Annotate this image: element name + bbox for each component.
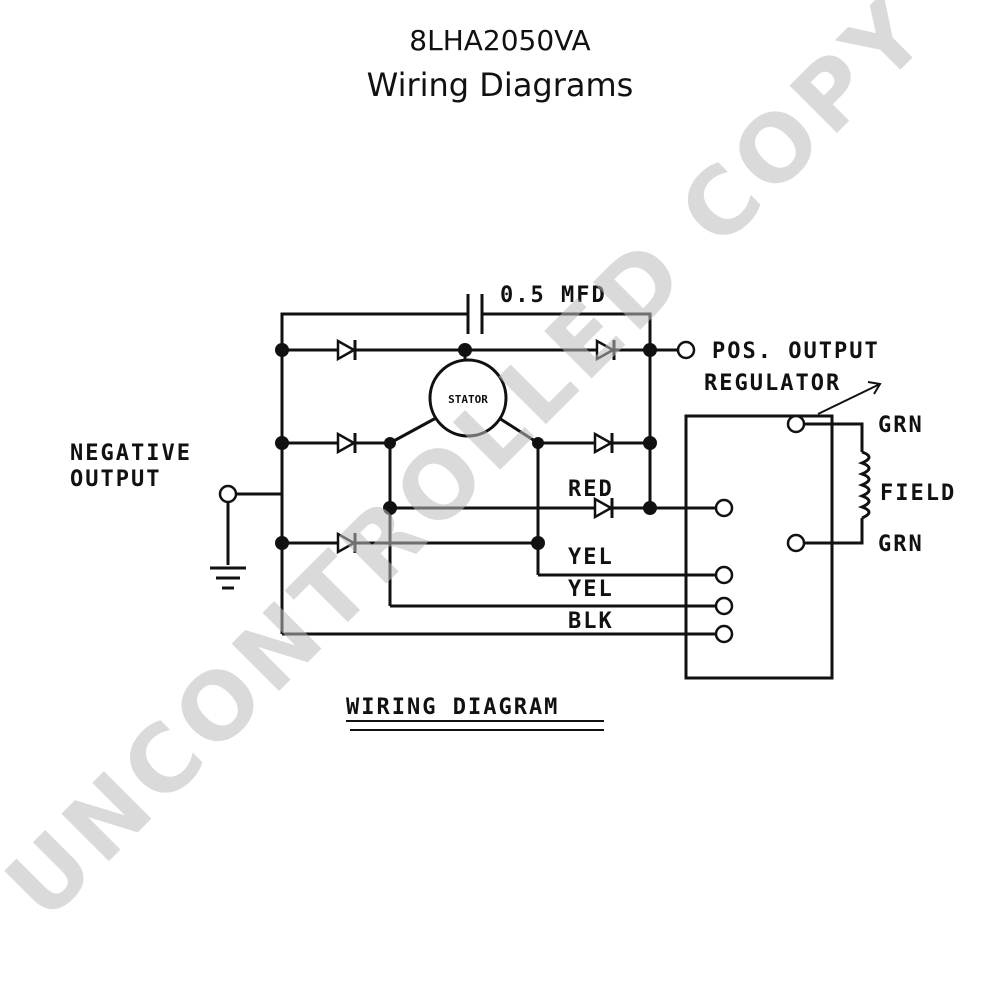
- regulator-arrow-icon: [817, 381, 882, 415]
- grn-top-label: GRN: [878, 413, 924, 438]
- diagram-subtitle: Wiring Diagrams: [366, 66, 634, 104]
- wire-blk-label: BLK: [568, 609, 614, 634]
- capacitor: [280, 294, 652, 350]
- regulator-terminal-blk[interactable]: [714, 624, 734, 644]
- grn-bottom-label: GRN: [878, 532, 924, 557]
- negative-output-terminal[interactable]: [218, 484, 238, 504]
- field-terminal-bottom[interactable]: [786, 533, 806, 553]
- wire-yel-2-label: YEL: [568, 577, 614, 602]
- field-coil: [804, 422, 871, 545]
- pos-output-terminal[interactable]: [676, 340, 696, 360]
- diagram-model-title: 8LHA2050VA: [409, 24, 591, 57]
- negative-label-line2: OUTPUT: [70, 467, 161, 492]
- regulator-terminal-yel-1[interactable]: [714, 565, 734, 585]
- negative-output: [210, 492, 282, 590]
- pos-output-label: POS. OUTPUT: [712, 339, 880, 364]
- wire-red-label: RED: [568, 477, 614, 502]
- regulator-terminal-red[interactable]: [714, 498, 734, 518]
- regulator-box: [684, 414, 834, 680]
- stator: [428, 358, 508, 438]
- wire-yel-1-label: YEL: [568, 545, 614, 570]
- negative-label-line1: NEGATIVE: [70, 441, 192, 466]
- stator-label: STATOR: [448, 393, 488, 406]
- regulator-label: REGULATOR: [704, 371, 841, 396]
- regulator-terminal-yel-2[interactable]: [714, 596, 734, 616]
- wire-red: [388, 443, 716, 606]
- field-terminal-top[interactable]: [786, 414, 806, 434]
- field-label: FIELD: [880, 481, 956, 506]
- diode-row-bottom: [282, 443, 540, 575]
- diode-row-middle: [282, 431, 650, 455]
- diagram-caption: WIRING DIAGRAM: [346, 695, 559, 720]
- capacitor-label: 0.5 MFD: [500, 283, 607, 308]
- junction-dots: [275, 343, 657, 550]
